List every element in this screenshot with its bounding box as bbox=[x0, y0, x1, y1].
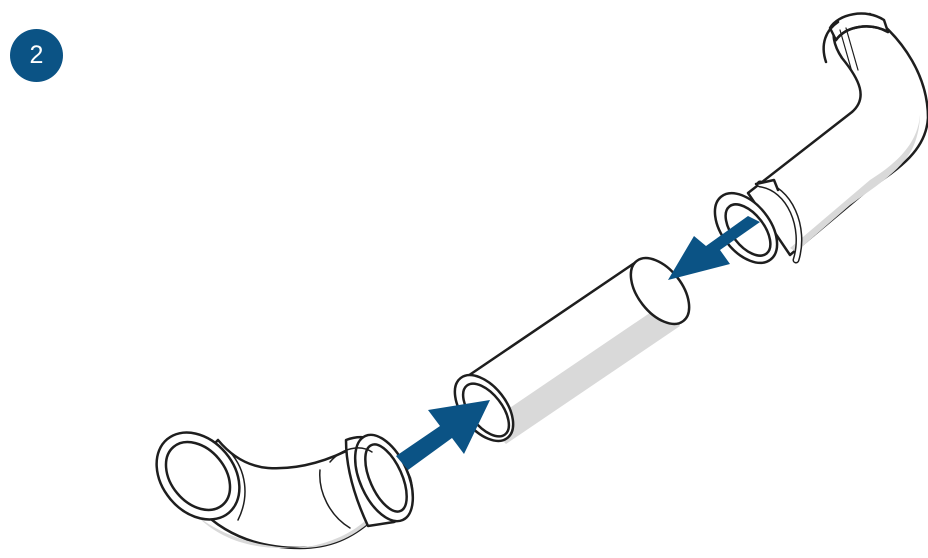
insert-direction-arrow-icon bbox=[668, 216, 760, 280]
insert-direction-arrow-icon bbox=[396, 400, 490, 470]
step-number: 2 bbox=[29, 41, 44, 69]
step-number-badge: 2 bbox=[10, 29, 63, 82]
elbow-pipe-fitting-icon bbox=[155, 431, 415, 550]
straight-pipe-section-icon bbox=[453, 256, 691, 444]
